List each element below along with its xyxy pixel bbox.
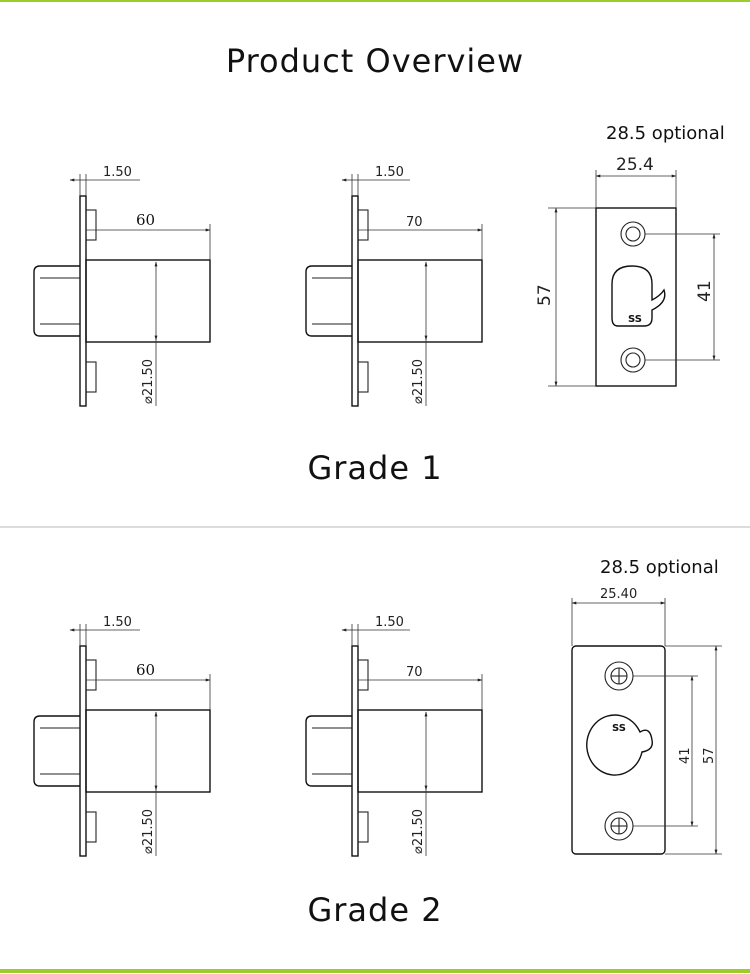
grade2-latch60-diameter-dim: ⌀21.50 <box>141 809 156 854</box>
grade2-faceplate-optional-label: 28.5 optional <box>600 557 719 578</box>
grade1-label: Grade 1 <box>307 449 443 487</box>
grade1-latch60-length-dim: 60 <box>136 211 155 229</box>
grade2-faceplate-drawing: SS 25.40 41 57 <box>571 587 722 855</box>
grade1-latch70-diameter-dim: ⌀21.50 <box>411 359 426 404</box>
grade1-faceplate-optional-label: 28.5 optional <box>606 123 725 144</box>
grade2-latch70-diameter-dim: ⌀21.50 <box>411 809 426 854</box>
grade2-latch70-length-dim: 70 <box>406 665 423 680</box>
bottom-accent-line <box>0 969 750 973</box>
diameter-symbol: ⌀ <box>411 846 426 854</box>
grade2-latch-60-drawing: 1.50 60 ⌀21.50 <box>33 615 211 857</box>
grade1-faceplate-spacing-dim: 41 <box>695 280 715 302</box>
grade1-latch-60-drawing: 1.50 60 ⌀21.50 <box>33 165 211 407</box>
grade2-label: Grade 2 <box>307 891 443 929</box>
grade1-faceplate-height-dim: 57 <box>535 284 555 306</box>
diameter-symbol: ⌀ <box>141 396 156 404</box>
grade2-faceplate-spacing-dim: 41 <box>678 747 693 764</box>
grade1-latch-70-drawing: 1.50 70 ⌀21.50 <box>305 165 483 407</box>
grade1-latch60-diameter-dim: ⌀21.50 <box>141 359 156 404</box>
grade2-latch60-length-dim: 60 <box>136 661 155 679</box>
grade2-faceplate-logo: SS <box>612 723 626 734</box>
grade2-latch60-flange-dim: 1.50 <box>103 615 132 630</box>
grade2-latch70-flange-dim: 1.50 <box>375 615 404 630</box>
grade2-faceplate-height-dim: 57 <box>702 747 717 764</box>
top-accent-line <box>0 0 750 2</box>
grade1-faceplate-width-dim: 25.4 <box>616 155 654 175</box>
diameter-symbol: ⌀ <box>411 396 426 404</box>
grade1-faceplate-drawing: SS 25.4 57 41 <box>535 155 720 387</box>
grade1-latch70-length-dim: 70 <box>406 215 423 230</box>
grade1-faceplate-logo: SS <box>628 314 642 325</box>
grade1-latch70-flange-dim: 1.50 <box>375 165 404 180</box>
grade2-latch-70-drawing: 1.50 70 ⌀21.50 <box>305 615 483 857</box>
section-divider <box>0 526 750 528</box>
diameter-symbol: ⌀ <box>141 846 156 854</box>
grade2-faceplate-width-dim: 25.40 <box>600 587 637 602</box>
page-title: Product Overview <box>225 42 525 80</box>
grade1-latch60-flange-dim: 1.50 <box>103 165 132 180</box>
